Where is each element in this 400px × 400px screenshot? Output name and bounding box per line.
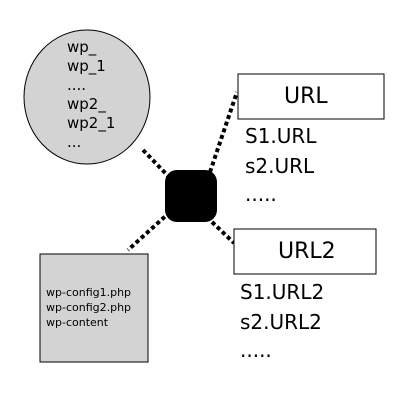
connector-site1 [208, 91, 239, 173]
database-line: .... [67, 76, 87, 94]
connector-site2 [210, 220, 236, 245]
site1-item: S1.URL [245, 124, 317, 148]
site2-item: S1.URL2 [240, 280, 325, 304]
connector-config [126, 210, 172, 252]
config-box [39, 253, 149, 363]
site1-url-box [237, 73, 385, 120]
site1-item: s2.URL [245, 154, 315, 178]
site2-url-box [233, 228, 377, 275]
site1-item: ..... [245, 182, 277, 206]
hub-node [165, 170, 217, 222]
database-line: wp2_ [67, 95, 106, 113]
database-line: wp_ [67, 38, 97, 56]
site1-url-label: URL [284, 84, 328, 109]
site2-item: s2.URL2 [240, 310, 322, 334]
config-line: wp-content [46, 316, 109, 329]
config-line: wp-config1.php [46, 286, 132, 299]
site2-item: ..... [240, 338, 272, 362]
site2-url-label: URL2 [278, 239, 336, 264]
database-line: wp_1 [67, 57, 106, 75]
config-line: wp-config2.php [46, 301, 132, 314]
database-line: ... [67, 133, 82, 151]
database-line: wp2_1 [67, 114, 116, 132]
database-circle [23, 29, 151, 165]
